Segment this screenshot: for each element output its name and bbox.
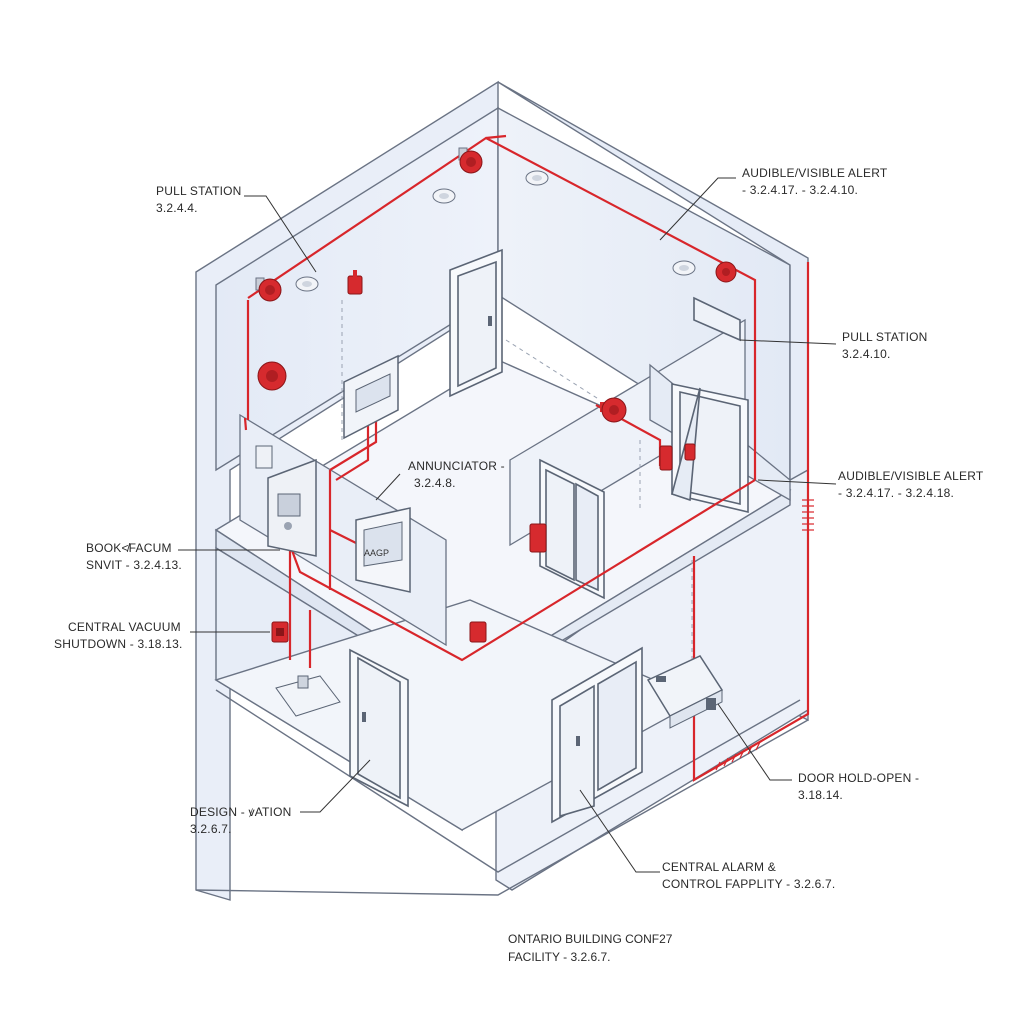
callout-title: BOOK≮FACUM <box>86 541 172 555</box>
callout-title: PULL STATION <box>156 184 242 198</box>
alarm-bell-icon <box>600 397 627 423</box>
alarm-bell-icon <box>458 147 483 174</box>
callout-door-hold-open: DOOR HOLD-OPEN - 3.18.14. <box>798 770 919 804</box>
callout-code: 3.18.14. <box>798 788 843 802</box>
callout-central-alarm: CENTRAL ALARM & CONTROL FAPPLITY - 3.2.6… <box>662 859 835 893</box>
leader-lines <box>178 177 837 873</box>
bottom-outer-edge <box>195 719 809 896</box>
control-panel-icon <box>255 445 317 557</box>
footer-line-2: FACILITY - 3.2.6.7. <box>508 950 611 964</box>
callout-pull-station-1: PULL STATION 3.2.4.4. <box>156 183 242 217</box>
alarm-bell-icon <box>257 361 287 391</box>
callout-annunciator: ANNUNCIATOR - 3.2.4.8. <box>408 458 505 492</box>
callout-code: 3.2.4.8. <box>414 476 456 490</box>
callout-audible-visible-alert-2: AUDIBLE/VISIBLE ALERT - 3.2.4.17. - 3.2.… <box>838 468 983 502</box>
callout-title: CENTRAL ALARM & <box>662 860 776 874</box>
alarm-bell-icon <box>715 261 737 283</box>
callout-code: 3.2.6.7. <box>190 822 232 836</box>
pull-station-icon <box>347 270 363 295</box>
callout-title: AUDIBLE/VISIBLE ALERT <box>838 469 984 483</box>
footer-line-1: ONTARIO BUILDING CONF27 <box>508 932 673 946</box>
pull-station-icon <box>529 523 547 553</box>
door-icon <box>539 458 605 600</box>
callout-title: PULL STATION <box>842 330 928 344</box>
footer-caption: ONTARIO BUILDING CONF27 FACILITY - 3.2.6… <box>508 930 672 966</box>
callout-central-vacuum-shutdown: CENTRAL VACUUM SHUTDOWN - 3.18.13. <box>54 619 183 653</box>
doors <box>349 248 749 824</box>
callout-audible-visible-alert-1: AUDIBLE/VISIBLE ALERT - 3.2.4.17. - 3.2.… <box>742 165 887 199</box>
outer-right-wall <box>497 81 809 722</box>
callout-code: 3.2.4.10. <box>842 347 891 361</box>
door-icon <box>449 248 503 398</box>
pull-station-icon <box>469 621 487 643</box>
alarm-bell-icon <box>255 277 282 302</box>
smoke-detector-icon <box>295 276 319 292</box>
pull-station-icon <box>659 445 673 471</box>
panel-screen-text: AAGP <box>364 548 389 558</box>
annunciator-panel-icon <box>343 354 399 440</box>
door-icon <box>671 383 749 514</box>
callout-code: - 3.2.4.17. - 3.2.4.18. <box>838 486 955 500</box>
pull-station-icon <box>684 443 696 461</box>
callout-code: - 3.2.4.17. - 3.2.4.10. <box>742 183 859 197</box>
callout-pull-station-2: PULL STATION 3.2.4.10. <box>842 329 928 363</box>
smoke-detector-icon <box>672 260 696 276</box>
callout-code: CONTROL FAPPLITY - 3.2.6.7. <box>662 877 836 891</box>
callout-design-station: DESIGN - ꝟATION 3.2.6.7. <box>190 804 292 838</box>
devices: AAGP <box>255 147 737 729</box>
door-icon <box>349 648 409 808</box>
callout-title: ANNUNCIATOR - <box>408 459 505 473</box>
pull-station-icon <box>271 621 289 643</box>
smoke-detector-icon <box>525 170 549 186</box>
callout-code: 3.2.4.4. <box>156 201 198 215</box>
callout-title: DESIGN - ꝟATION <box>190 805 292 819</box>
callout-title: CENTRAL VACUUM <box>68 620 181 634</box>
vacuum-switch-icon <box>275 675 341 717</box>
smoke-detector-icon <box>432 188 456 204</box>
callout-code: SHUTDOWN - 3.18.13. <box>54 637 183 651</box>
callout-title: AUDIBLE/VISIBLE ALERT <box>742 166 888 180</box>
base-line <box>215 689 801 873</box>
door-hold-open-icon <box>646 655 724 729</box>
wiring-hatch <box>715 499 814 771</box>
door-icon <box>551 646 643 824</box>
callout-code: SNVIT - 3.2.4.13. <box>86 558 182 572</box>
annunciator-panel-icon: AAGP <box>355 507 411 593</box>
callout-title: DOOR HOLD-OPEN - <box>798 771 920 785</box>
callout-book-vacum: BOOK≮FACUM SNVIT - 3.2.4.13. <box>86 540 182 574</box>
